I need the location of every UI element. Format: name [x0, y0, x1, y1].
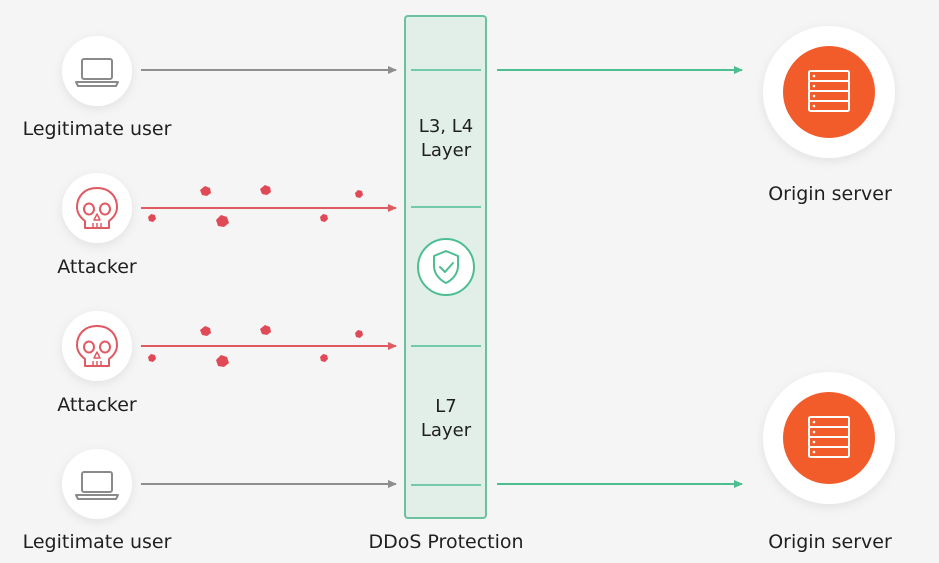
laptop-icon	[62, 36, 132, 106]
origin-server-top-label: Origin server	[768, 183, 892, 205]
server-rack-icon	[763, 372, 895, 504]
skull-icon	[62, 311, 132, 381]
l7-layer-label: L7 Layer	[406, 395, 486, 443]
user-bottom-label: Legitimate user	[22, 531, 172, 553]
attack-particles	[148, 325, 363, 367]
shield-check-icon	[417, 238, 475, 296]
l3-l4-layer-line1: L3, L4	[418, 116, 474, 137]
skull-icon	[62, 173, 132, 243]
laptop-icon	[62, 449, 132, 519]
user-top-label: Legitimate user	[22, 118, 172, 140]
l7-layer-line1: L7	[435, 396, 457, 417]
l7-layer-line2: Layer	[420, 420, 472, 441]
attacker-1-label: Attacker	[57, 256, 137, 278]
attacker-2-label: Attacker	[57, 394, 137, 416]
origin-server-bottom-label: Origin server	[768, 531, 892, 553]
ddos-protection-label: DDoS Protection	[368, 531, 524, 553]
attack-particles	[148, 185, 363, 227]
l3-l4-layer-line2: Layer	[420, 140, 472, 161]
server-rack-icon	[763, 26, 895, 158]
l3-l4-layer-label: L3, L4 Layer	[406, 115, 486, 163]
